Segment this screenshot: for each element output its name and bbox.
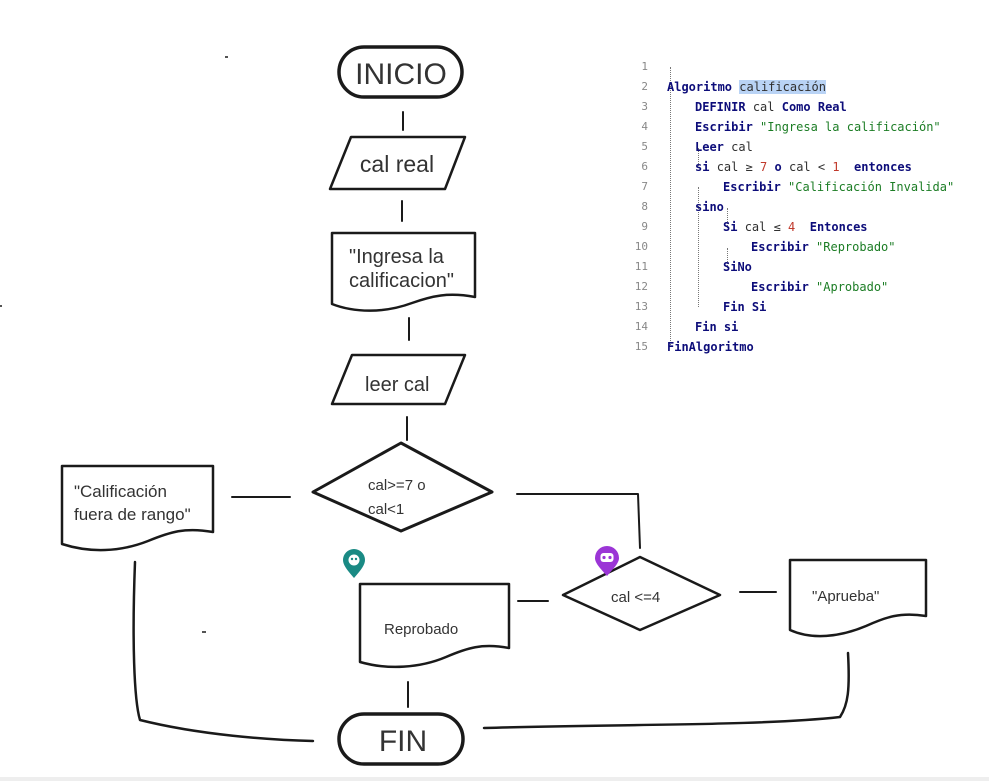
keyword: Entonces bbox=[809, 220, 868, 234]
start-terminator-shape bbox=[337, 45, 464, 99]
code-line: 9 Escribir "Reprobado" bbox=[628, 197, 973, 254]
keyword: Como Real bbox=[781, 100, 847, 114]
keyword: Si bbox=[723, 220, 738, 234]
keyword: sino bbox=[695, 200, 724, 214]
keyword: o bbox=[774, 160, 782, 174]
read-parallelogram-shape bbox=[330, 353, 467, 406]
keyword: Algoritmo bbox=[667, 80, 733, 94]
indent-guide bbox=[670, 67, 671, 347]
string-literal: "Ingresa la calificación" bbox=[760, 120, 941, 134]
range-decision-diamond-shape bbox=[311, 441, 494, 533]
line-number: 6 bbox=[641, 160, 648, 173]
line-number: 9 bbox=[641, 220, 648, 233]
identifier: cal bbox=[731, 140, 753, 154]
number-literal: 4 bbox=[788, 220, 796, 234]
pass-decision-diamond-shape bbox=[561, 555, 722, 632]
fail-label: Reprobado bbox=[384, 621, 458, 638]
code-line: 10 SiNo bbox=[628, 217, 973, 274]
code-line: 3 Escribir "Ingresa la calificación" bbox=[628, 77, 973, 134]
number-literal: 1 bbox=[832, 160, 840, 174]
string-literal: "Reprobado" bbox=[816, 240, 896, 254]
string-literal: "Calificación Invalida" bbox=[788, 180, 955, 194]
pass-label: "Aprueba" bbox=[812, 588, 879, 605]
expression: cal ≤ bbox=[744, 220, 781, 234]
code-line: 5 si cal ≥ 7 o cal < 1 entonces bbox=[628, 117, 973, 174]
indent-guide bbox=[698, 148, 699, 168]
pseudocode-editor: 1 Algoritmo calificación 2 DEFINIR cal C… bbox=[628, 37, 973, 354]
teal-map-marker-icon bbox=[343, 549, 365, 578]
line-number: 1 bbox=[641, 60, 648, 73]
indent-guide bbox=[727, 208, 728, 228]
keyword: Fin Si bbox=[723, 300, 767, 314]
number-literal: 7 bbox=[760, 160, 768, 174]
line-number: 15 bbox=[634, 340, 648, 353]
keyword: FinAlgoritmo bbox=[667, 340, 754, 354]
code-line: 11 Escribir "Aprobado" bbox=[628, 237, 973, 294]
code-line: 2 DEFINIR cal Como Real bbox=[628, 57, 973, 114]
line-number: 2 bbox=[641, 80, 648, 93]
connector-line bbox=[132, 560, 315, 743]
prompt-label-line-2: calificacion" bbox=[349, 270, 454, 292]
connector-line bbox=[482, 651, 850, 730]
code-line: 7 sino bbox=[628, 157, 973, 214]
keyword: si bbox=[695, 160, 710, 174]
code-line: 14 FinAlgoritmo bbox=[628, 297, 973, 354]
keyword: Escribir bbox=[751, 280, 809, 294]
input-parallelogram-shape bbox=[328, 135, 467, 191]
keyword: Leer bbox=[695, 140, 724, 154]
line-number: 11 bbox=[634, 260, 648, 273]
string-literal: "Aprobado" bbox=[816, 280, 889, 294]
connector-line bbox=[516, 493, 641, 549]
expression: cal < bbox=[788, 160, 826, 174]
invalid-label-line-2: fuera de rango" bbox=[74, 505, 191, 524]
code-line: 8 Si cal ≤ 4 Entonces bbox=[628, 177, 973, 234]
end-label: FIN bbox=[379, 725, 427, 758]
code-line: 6 Escribir "Calificación Invalida" bbox=[628, 137, 973, 194]
line-number: 7 bbox=[641, 180, 648, 193]
invalid-label-line-1: "Calificación bbox=[74, 482, 167, 501]
code-line: 15 bbox=[628, 317, 973, 353]
keyword: Fin si bbox=[695, 320, 739, 334]
prompt-document-shape bbox=[330, 231, 477, 312]
line-number: 10 bbox=[634, 240, 648, 253]
line-number: 4 bbox=[641, 120, 648, 133]
code-line: 13 Fin si bbox=[628, 277, 973, 334]
pass-document-shape bbox=[788, 558, 928, 638]
code-line: 4 Leer cal bbox=[628, 97, 973, 154]
code-line: 12 Fin Si bbox=[628, 257, 973, 314]
bottom-divider bbox=[0, 777, 989, 781]
expression: cal ≥ bbox=[716, 160, 753, 174]
prompt-label-line-1: "Ingresa la bbox=[349, 246, 445, 268]
line-number: 14 bbox=[634, 320, 648, 333]
algorithm-name: calificación bbox=[739, 80, 826, 94]
keyword: Escribir bbox=[751, 240, 809, 254]
input-label: cal real bbox=[360, 151, 434, 177]
range-decision-label-line-1: cal>=7 o bbox=[368, 477, 426, 494]
fail-document-shape bbox=[358, 582, 511, 669]
range-decision-label-line-2: cal<1 bbox=[368, 501, 404, 518]
line-number: 12 bbox=[634, 280, 648, 293]
keyword: Escribir bbox=[695, 120, 753, 134]
end-terminator-shape bbox=[337, 712, 465, 766]
identifier: cal bbox=[752, 100, 775, 114]
keyword: SiNo bbox=[723, 260, 752, 274]
purple-map-marker-icon bbox=[595, 546, 619, 576]
line-number: 5 bbox=[641, 140, 648, 153]
keyword: DEFINIR bbox=[695, 100, 746, 114]
line-number: 13 bbox=[634, 300, 648, 313]
start-label: INICIO bbox=[355, 58, 447, 91]
code-line: 1 Algoritmo calificación bbox=[628, 37, 973, 94]
line-number: 3 bbox=[641, 100, 648, 113]
keyword: entonces bbox=[854, 160, 912, 174]
read-label: leer cal bbox=[365, 374, 429, 396]
indent-guide bbox=[698, 187, 699, 307]
invalid-document-shape bbox=[60, 464, 215, 552]
keyword: Escribir bbox=[723, 180, 781, 194]
line-number: 8 bbox=[641, 200, 648, 213]
indent-guide bbox=[727, 248, 728, 268]
pass-decision-label: cal <=4 bbox=[611, 589, 660, 606]
